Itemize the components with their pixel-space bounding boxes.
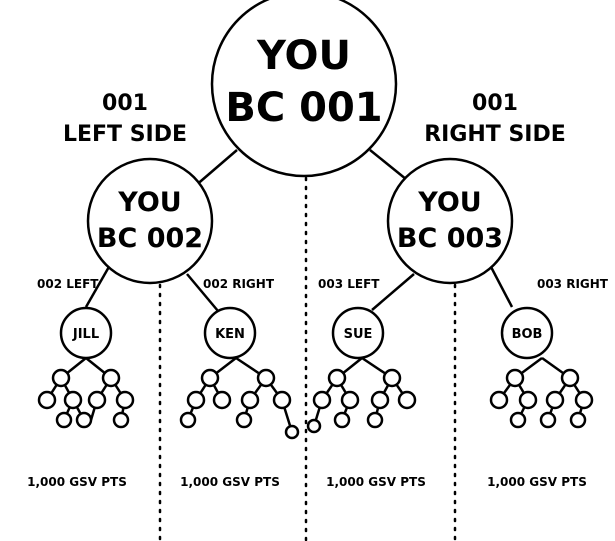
root-line2: BC 001 (225, 85, 382, 131)
bc003-node (386, 157, 514, 285)
edge-bc002-jill (84, 264, 112, 308)
edge-bc003-sue (371, 273, 415, 311)
subtree-sue (306, 356, 417, 434)
right-side-label-line1: 001 (472, 91, 518, 116)
root-node (210, 0, 398, 178)
member-label-sue: SUE (344, 327, 373, 342)
points-label-ken: 1,000 GSV PTS (180, 475, 280, 489)
bc003-line2: BC 003 (397, 223, 503, 254)
member-label-ken: KEN (215, 327, 245, 342)
subtree-jill (37, 357, 135, 429)
member-node-ken (203, 306, 257, 360)
member-label-bob: BOB (512, 327, 543, 342)
points-label-jill: 1,000 GSV PTS (27, 475, 127, 489)
bc002-node (86, 157, 214, 285)
subtree-ken (179, 356, 300, 440)
edge-bc002-ken (186, 273, 219, 312)
edge-bc003-bob (488, 264, 514, 308)
leg-label-002-left: 002 LEFT (37, 277, 99, 291)
member-label-jill: JILL (72, 327, 99, 342)
member-node-sue (331, 306, 385, 360)
leg-label-002-right: 002 RIGHT (203, 277, 275, 291)
points-label-sue: 1,000 GSV PTS (326, 475, 426, 489)
bc002-line2: BC 002 (97, 223, 203, 254)
root-line1: YOU (256, 33, 351, 79)
leg-label-003-right: 003 RIGHT (537, 277, 609, 291)
bc003-line1: YOU (417, 187, 481, 218)
left-side-label-line1: 001 (102, 91, 148, 116)
bc002-line1: YOU (117, 187, 181, 218)
leg-label-003-left: 003 LEFT (318, 277, 380, 291)
subtree-bob (489, 356, 594, 429)
right-side-label-line2: RIGHT SIDE (424, 122, 566, 147)
left-side-label-line2: LEFT SIDE (63, 122, 187, 147)
points-label-bob: 1,000 GSV PTS (487, 475, 587, 489)
member-node-bob (500, 306, 554, 360)
